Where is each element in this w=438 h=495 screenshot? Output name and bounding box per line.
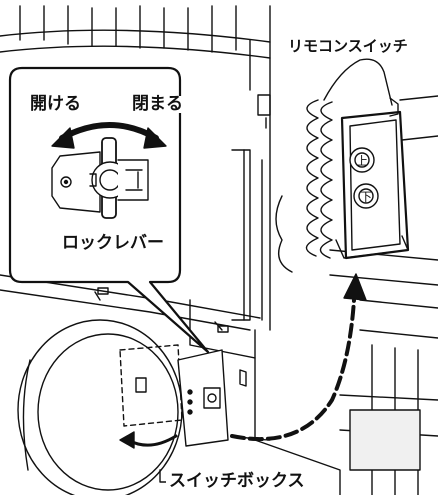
switch-box-label: スイッチボックス [166,472,308,491]
lever-rotate-arrow [119,431,178,449]
lock-lever[interactable] [51,137,149,219]
close-label: 閉まる [132,94,183,114]
open-close-arrow [51,122,167,149]
switch-box-leader-line [159,469,169,483]
down-button-icon: 下 [360,190,372,204]
remote-switch[interactable] [335,97,410,260]
open-label: 開ける [30,94,81,114]
remote-switch-label: リモコンスイッチ [286,37,410,55]
switch-box-mount-outline [119,344,183,427]
down-button-ring [353,183,379,209]
connection-arrow [230,273,367,441]
lock-lever-label: ロックレバー [62,233,164,253]
truck-body-outline [0,5,341,495]
up-button-icon: 上 [356,154,368,168]
up-button-ring [349,147,375,173]
side-frame [329,95,438,495]
switch-box[interactable] [177,349,247,447]
